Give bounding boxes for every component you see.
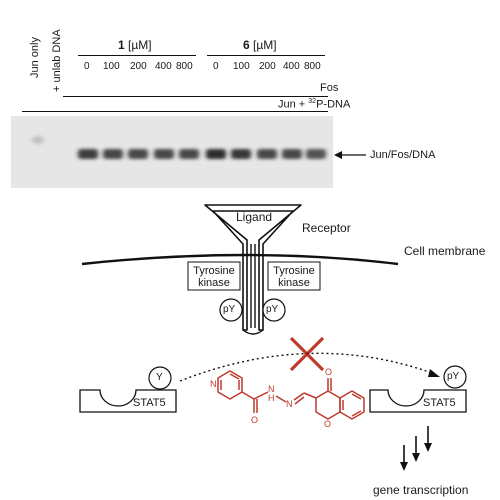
y-circle: [148, 366, 172, 390]
gel-band-5: [154, 149, 174, 159]
activation-dotted-arrow: [179, 352, 433, 382]
gel-band-7: [206, 149, 226, 159]
conc-g2-100: 100: [233, 61, 250, 72]
kinase-left-line2: kinase: [198, 277, 230, 289]
py-stat-circle: [443, 365, 467, 389]
band-label: Jun/Fos/DNA: [370, 149, 436, 161]
compound-1-header: 1 [µM]: [118, 39, 152, 51]
compound-6-header: 6 [µM]: [243, 39, 277, 51]
kinase-right-line2: kinase: [278, 277, 310, 289]
y-label: Y: [156, 372, 163, 383]
gel-band-8: [231, 149, 251, 159]
membrane-label: Cell membrane: [404, 244, 486, 258]
py-left-label: pY: [223, 304, 236, 315]
gel-band-9: [257, 149, 277, 159]
activation-arrow-head: [428, 369, 440, 377]
fos-line: [63, 96, 328, 97]
compound-1-bracket: [78, 55, 196, 56]
conc-g2-0: 0: [213, 61, 219, 72]
receptor-bottom: [242, 329, 264, 335]
atom-o-ketone: O: [325, 367, 333, 377]
atom-o-amide: O: [251, 415, 259, 425]
conc-g1-200: 200: [130, 61, 147, 72]
conc-g1-100: 100: [103, 61, 120, 72]
kinase-right-line1: Tyrosine: [273, 265, 315, 277]
receptor-funnel: [204, 204, 302, 331]
compound-6-number: 6: [243, 38, 250, 52]
py-left-circle: [219, 298, 243, 322]
cell-membrane-line: [81, 253, 399, 266]
kinase-left-label: Tyrosine kinase: [190, 265, 238, 289]
kinase-right-label: Tyrosine kinase: [270, 265, 318, 289]
compound-6-unit: [µM]: [253, 38, 277, 52]
conc-g1-800: 800: [176, 61, 193, 72]
gel-band-2: [78, 149, 98, 159]
transcription-arrows: [400, 426, 432, 471]
gel-band-10: [282, 149, 302, 159]
stat5-left-label: STAT5: [133, 397, 166, 409]
jun-sup: 32: [308, 98, 317, 105]
jun-prefix: Jun +: [278, 98, 309, 111]
ligand-label: Ligand: [236, 210, 273, 224]
gel-faint-spot: [32, 136, 44, 144]
band-arrow-head: [334, 151, 342, 159]
stat5-right-shape: [369, 389, 467, 413]
conc-g2-400: 400: [283, 61, 300, 72]
jun-suffix: P-DNA: [316, 98, 351, 111]
conc-g2-200: 200: [259, 61, 276, 72]
gel-band-6: [179, 149, 199, 159]
stat5-left-shape: [79, 389, 177, 413]
py-stat-label: pY: [447, 371, 460, 382]
gel-band-4: [128, 149, 148, 159]
kinase-right-box: [267, 261, 321, 291]
gene-transcription-label: gene transcription: [373, 483, 469, 497]
py-right-circle: [262, 298, 286, 322]
jun-dna-label: Jun + 32P-DNA: [278, 98, 350, 111]
stat5-right-label: STAT5: [423, 397, 456, 409]
fos-label: Fos: [320, 82, 339, 94]
atom-o-ring: O: [324, 419, 332, 429]
compound-1-number: 1: [118, 38, 125, 52]
jun-dna-line: [22, 111, 328, 112]
gel-band-3: [103, 149, 123, 159]
py-right-label: pY: [266, 304, 279, 315]
kinase-left-line1: Tyrosine: [193, 265, 235, 277]
compound-6-bracket: [207, 55, 325, 56]
atom-n-pyridine: N: [210, 379, 217, 389]
kinase-left-box: [187, 261, 241, 291]
inhibitor-molecule: [217, 370, 365, 420]
conc-g2-800: 800: [304, 61, 321, 72]
conc-g1-400: 400: [155, 61, 172, 72]
conc-g1-0: 0: [84, 61, 90, 72]
atom-n-hydrazone: N: [286, 399, 293, 409]
compound-1-unit: [µM]: [128, 38, 152, 52]
gel-band-11: [306, 149, 326, 159]
receptor-label: Receptor: [302, 221, 351, 235]
